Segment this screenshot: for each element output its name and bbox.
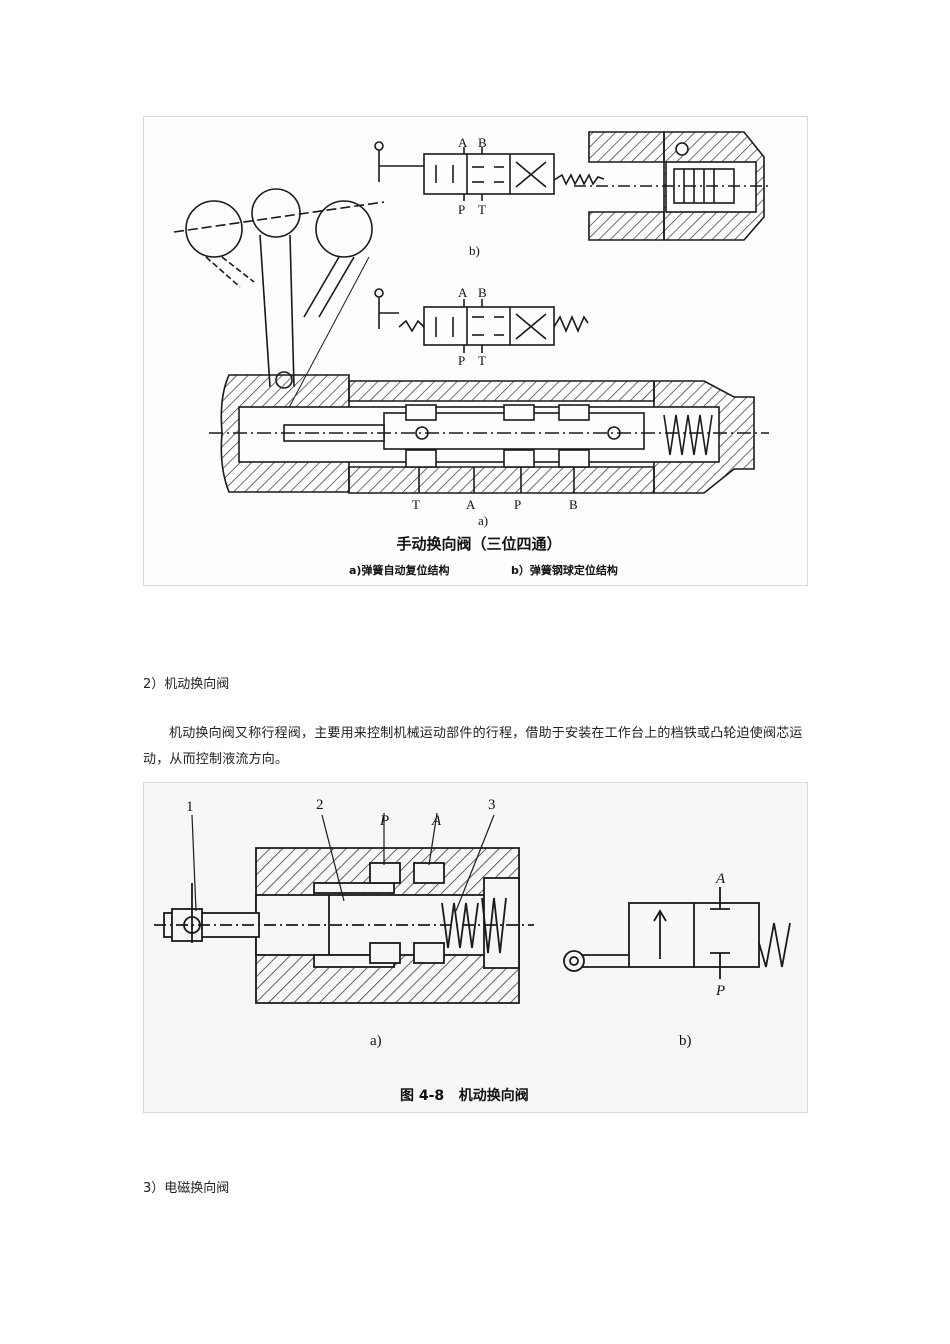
detent-section-diagram [574,131,769,241]
mid-label-a: A [458,285,468,300]
top-label-p: P [458,202,465,217]
mid-label-p: P [458,353,465,368]
figure2-caption: 图 4-8 机动换向阀 [400,1087,529,1104]
symbol-b-diagram [374,141,605,201]
manual-valve-figure: A B P T b) A B P T T A P B a) 手动换向阀（三位四通… [143,116,808,586]
top-label-b: B [478,135,487,150]
symbol-a-diagram [374,288,589,353]
port-label-p: P [514,497,521,512]
callout-2: 2 [316,797,324,813]
mechanical-valve-figure: 1 2 3 P A A P a) b) 图 4-8 机动换向阀 [143,782,808,1113]
sub-label-b: b) [469,243,480,258]
top-label-t: T [478,202,486,217]
valve-symbol-diagram [563,887,791,979]
symbol-label-p: P [715,983,725,999]
section-heading-solenoid-valve: 3）电磁换向阀 [143,1181,230,1196]
mechanical-valve-drawing: 1 2 3 P A A P a) b) 图 4-8 机动换向阀 [154,797,791,1104]
figure1-caption-b: b）弹簧钢球定位结构 [511,563,618,577]
callout-leaders [191,812,495,912]
valve-body-section-diagram [209,374,769,494]
port-label-p: P [379,813,389,829]
top-label-a: A [458,135,468,150]
port-label-t: T [412,497,420,512]
sub-label-b: b) [679,1033,692,1049]
figure1-title: 手动换向阀（三位四通） [396,535,561,553]
port-label-a: A [466,497,476,512]
port-label-b: B [569,497,578,512]
valve-section-diagram [154,847,534,1004]
mid-label-t: T [478,353,486,368]
sub-label-a: a) [370,1033,382,1049]
figure1-caption-a: a)弹簧自动复位结构 [349,563,449,577]
callout-3: 3 [488,797,496,813]
section-heading-mechanical-valve: 2）机动换向阀 [143,677,230,692]
sub-label-a: a) [478,513,488,528]
symbol-label-a: A [715,871,726,887]
manual-valve-drawing: A B P T b) A B P T T A P B a) 手动换向阀（三位四通… [173,131,769,577]
mid-label-b: B [478,285,487,300]
callout-1: 1 [186,799,194,815]
port-label-a: A [431,813,442,829]
mechanical-valve-description: 机动换向阀又称行程阀，主要用来控制机械运动部件的行程，借助于安装在工作台上的档铁… [143,726,803,767]
